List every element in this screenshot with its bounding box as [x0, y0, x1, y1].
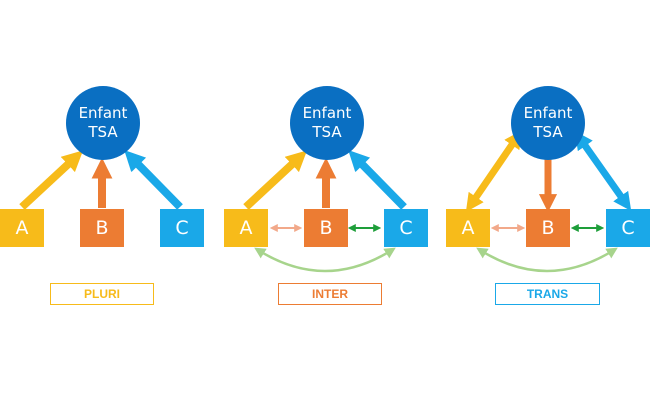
node-c-label: C [399, 217, 413, 239]
center-node-enfant-tsa: Enfant TSA [66, 86, 140, 160]
node-b-label: B [541, 217, 555, 239]
node-b: B [304, 209, 348, 247]
center-node-enfant-tsa: Enfant TSA [511, 86, 585, 160]
arrow-a-c-curve [476, 247, 618, 273]
center-line-2: TSA [88, 123, 118, 141]
arrow-a-c-curve [254, 247, 396, 273]
center-node-enfant-tsa: Enfant TSA [290, 86, 364, 160]
label-inter: INTER [278, 283, 382, 305]
node-c-label: C [175, 217, 189, 239]
node-c: C [606, 209, 650, 247]
node-b-label: B [95, 217, 109, 239]
node-b: B [80, 209, 124, 247]
arrow-a-center-both [465, 129, 523, 213]
center-line-1: Enfant [78, 104, 128, 122]
center-line-1: Enfant [302, 104, 352, 122]
node-b-label: B [319, 217, 333, 239]
node-c: C [160, 209, 204, 247]
label-pluri: PLURI [50, 283, 154, 305]
center-line-1: Enfant [523, 104, 573, 122]
arrow-a-to-center [19, 150, 84, 210]
node-b: B [526, 209, 570, 247]
center-line-2: TSA [533, 123, 563, 141]
node-a: A [0, 209, 44, 247]
arrow-c-to-center [124, 150, 183, 210]
node-a-label: A [15, 217, 29, 239]
node-a: A [224, 209, 268, 247]
arrow-c-to-center [348, 150, 407, 210]
label-trans: TRANS [495, 283, 600, 305]
node-a: A [446, 209, 490, 247]
node-c: C [384, 209, 428, 247]
node-a-label: A [461, 217, 475, 239]
arrow-a-to-center [243, 150, 308, 210]
node-c-label: C [621, 217, 635, 239]
node-a-label: A [239, 217, 253, 239]
arrow-c-center-both [574, 131, 632, 211]
center-line-2: TSA [312, 123, 342, 141]
